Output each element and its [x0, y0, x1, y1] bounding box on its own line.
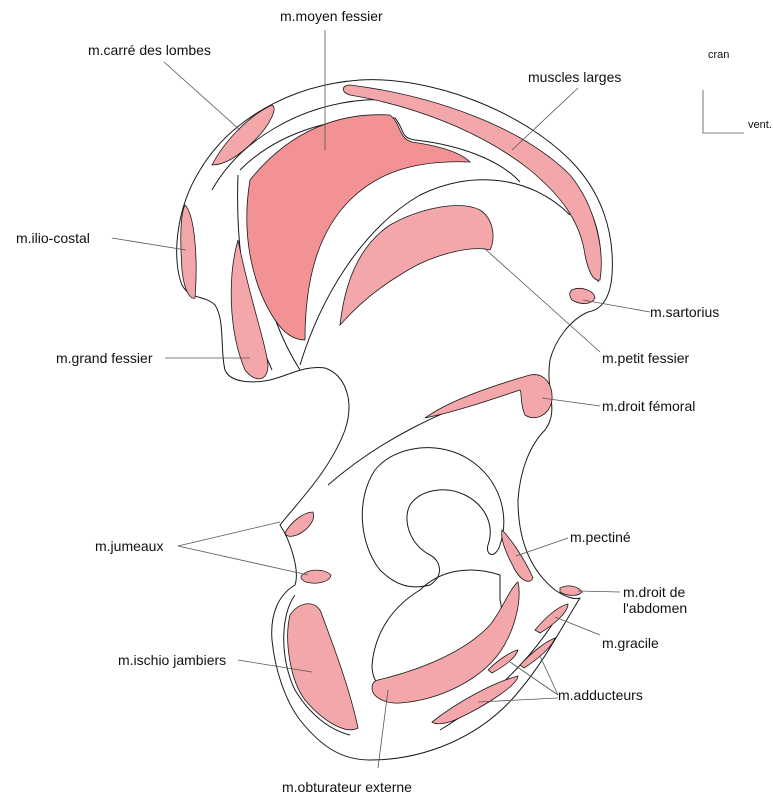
orientation-indicator: cran vent.: [703, 49, 772, 133]
shaft-line: [328, 385, 520, 485]
label-petit-fessier: m.petit fessier: [602, 350, 689, 366]
label-ilio-costal: m.ilio-costal: [16, 230, 90, 246]
muscle-adducteurs-2: [520, 638, 555, 668]
leader-jumeaux-lower: [178, 546, 308, 575]
leader-muscles-larges: [512, 88, 578, 150]
label-jumeaux: m.jumeaux: [95, 538, 163, 554]
leader-droit-abdomen: [578, 591, 620, 592]
muscle-droit-femoral: [425, 375, 552, 418]
leader-jumeaux-upper: [178, 522, 280, 546]
muscle-jumeaux-upper: [285, 512, 314, 536]
label-muscles-larges: muscles larges: [528, 69, 621, 85]
label-gracile: m.gracile: [602, 635, 659, 651]
label-pectine: m.pectiné: [570, 529, 631, 545]
muscle-ischio-jambiers: [288, 604, 358, 730]
orientation-axes: [703, 90, 744, 133]
leader-pectine: [516, 538, 568, 556]
muscle-jumeaux-lower: [301, 570, 331, 583]
muscle-petit-fessier: [340, 206, 493, 325]
label-droit-abdomen-line2: l'abdomen: [623, 600, 687, 616]
label-adducteurs: m.adducteurs: [558, 687, 643, 703]
label-droit-abdomen-line1: m.droit de: [623, 584, 685, 600]
leader-carre-lombes: [164, 62, 240, 130]
orientation-vent-label: vent.: [748, 119, 772, 131]
label-obturateur-externe: m.obturateur externe: [282, 779, 412, 795]
muscle-gracile: [535, 604, 568, 633]
muscle-ilio-costal: [181, 205, 196, 298]
label-moyen-fessier: m.moyen fessier: [280, 8, 383, 24]
label-ischio-jambiers: m.ischio jambiers: [118, 652, 226, 668]
leader-gracile: [555, 617, 600, 635]
label-sartorius: m.sartorius: [650, 304, 719, 320]
leader-ilio-costal: [112, 238, 186, 250]
orientation-cran-label: cran: [708, 49, 729, 61]
label-carre-lombes: m.carré des lombes: [88, 42, 211, 58]
muscles: [181, 85, 601, 730]
label-droit-femoral: m.droit fémoral: [602, 398, 695, 414]
leader-obturateur-externe: [378, 690, 388, 768]
acetabulum-outer: [362, 448, 503, 587]
muscle-carre-lombes: [212, 105, 274, 165]
label-grand-fessier: m.grand fessier: [56, 350, 153, 366]
